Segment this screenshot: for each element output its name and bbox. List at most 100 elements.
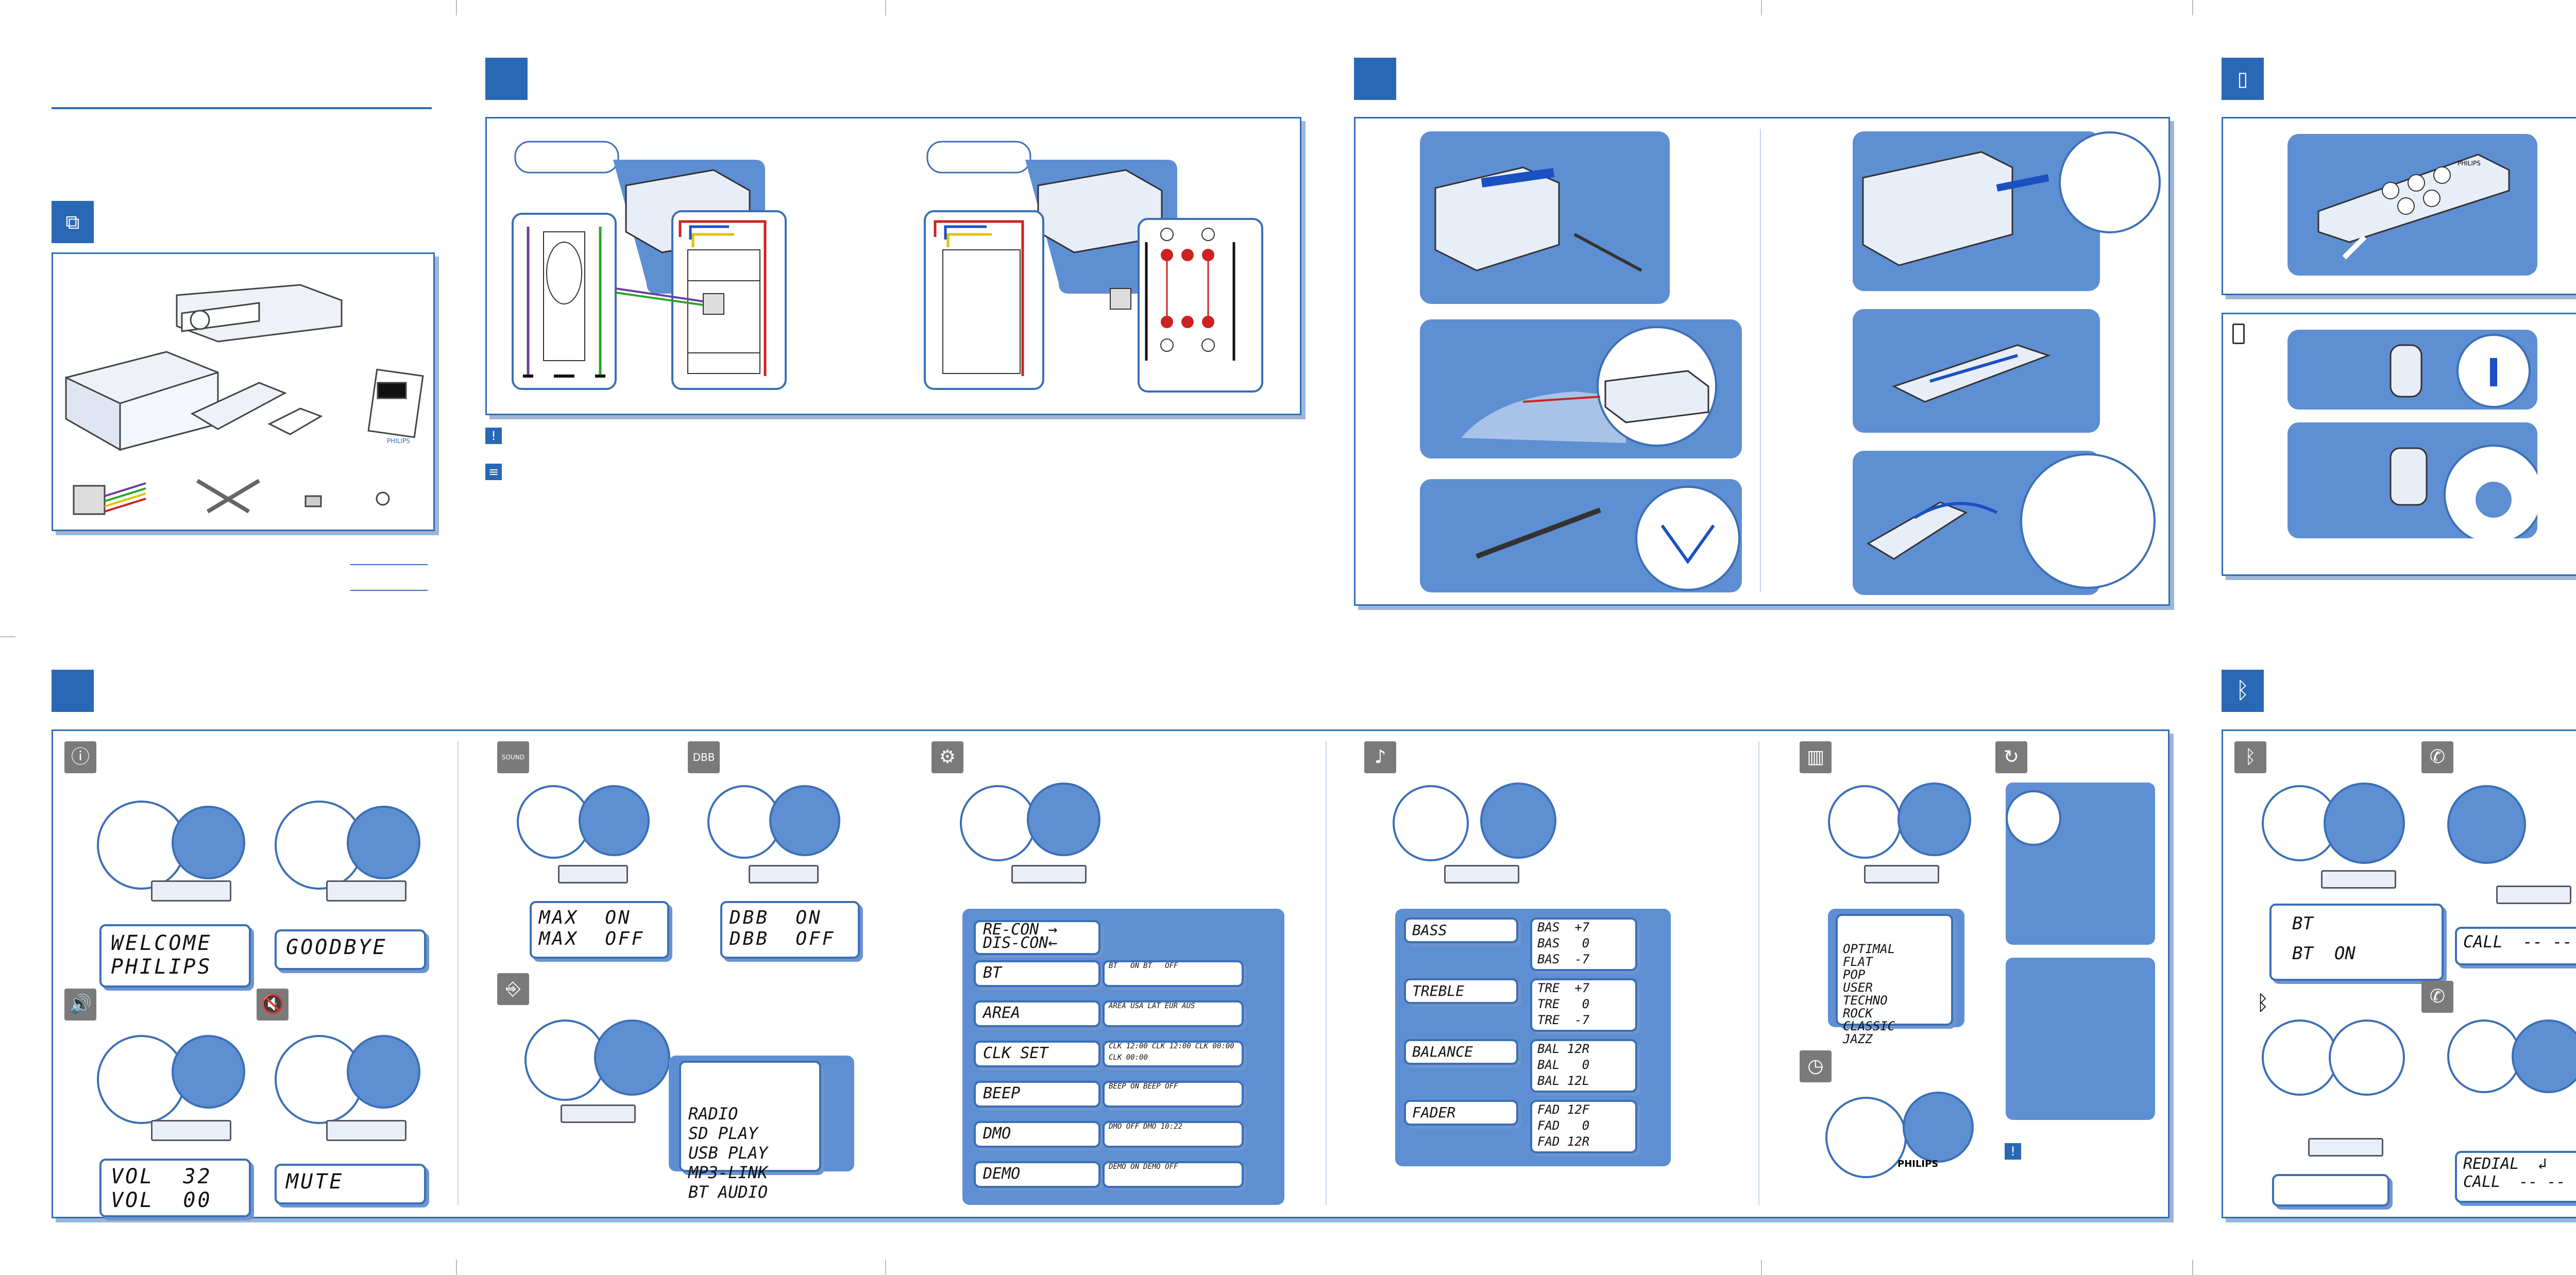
head-unit-illustration — [326, 880, 406, 902]
install-step-3 — [1420, 479, 1742, 592]
button-detail-circle — [2447, 1019, 2521, 1093]
lcd-line: REDIAL ↲ — [2463, 1155, 2547, 1173]
head-unit-illustration — [2496, 886, 2571, 904]
button-detail-circle — [524, 1019, 606, 1101]
lcd-mute: MUTE — [275, 1164, 426, 1204]
lcd-option: BAL 0 — [1537, 1058, 1590, 1072]
button-detail-circle — [172, 806, 245, 879]
answer-call-icon: ✆ — [2421, 741, 2453, 773]
rule — [350, 590, 428, 591]
lcd-line: BT ON — [2292, 943, 2355, 964]
knob-detail-circle — [97, 801, 186, 890]
lcd-line: FLAT — [1843, 955, 1873, 969]
lcd-line: FADER — [1412, 1104, 1456, 1121]
head-unit-illustration — [1444, 865, 1519, 883]
remote-illustration: PHILIPS — [2287, 134, 2537, 276]
lcd-line: BASS — [1412, 922, 1447, 939]
lcd-option: CLK 12:00 — [1151, 1042, 1191, 1050]
lcd-line: CLK SET — [983, 1044, 1048, 1062]
button-detail-circle — [1828, 785, 1902, 859]
lcd-line: GOODBYE — [286, 936, 387, 959]
button-detail-circle — [172, 1035, 245, 1109]
lcd-option: BT OFF — [1143, 962, 1178, 970]
lcd-line: OPTIMAL — [1843, 942, 1895, 956]
keypad-detail-circle — [2329, 1019, 2405, 1096]
box-contents-panel: PHILIPS — [52, 252, 435, 531]
lcd-line: VOL 32 — [111, 1165, 212, 1188]
lcd-option: FAD 12R — [1537, 1134, 1590, 1149]
lcd-line: VOL 00 — [111, 1188, 212, 1212]
equalizer-icon: ▥ — [1800, 741, 1832, 773]
battery-step-2 — [2287, 422, 2544, 545]
crop-mark — [2192, 1260, 2193, 1275]
lcd-option: CLK 00:00 — [1195, 1042, 1234, 1050]
redial-icon: ✆ — [2421, 981, 2453, 1013]
divider — [1758, 741, 1759, 1205]
lcd-line: DIS-CON← — [983, 934, 1058, 952]
settings-row-main: AREA — [974, 1000, 1100, 1027]
warning-icon: ! — [485, 428, 502, 444]
button-detail-circle — [517, 785, 590, 859]
lcd-option: BAS 0 — [1537, 936, 1590, 950]
volume-icon: 🔊 — [64, 989, 96, 1021]
detach-detail-circle — [2006, 790, 2061, 846]
lcd-option: TRE -7 — [1537, 1013, 1590, 1027]
button-detail-circle — [347, 806, 420, 879]
settings-row-main: CLK SET — [974, 1041, 1100, 1067]
lcd-option: BEEP ON — [1109, 1082, 1140, 1091]
box-contents-icon: ⧉ — [52, 201, 94, 243]
crop-mark — [1761, 1260, 1762, 1275]
lcd-line: BALANCE — [1412, 1043, 1473, 1060]
lcd-line: RADIO — [688, 1104, 738, 1124]
phone-detail-circle — [2262, 1019, 2338, 1096]
lcd-call: CALL -- -- — [2455, 927, 2576, 965]
lcd-redial: REDIAL ↲CALL -- -- — [2455, 1151, 2576, 1203]
lcd-goodbye: GOODBYE — [275, 929, 426, 970]
lcd-line: BT — [983, 964, 1002, 982]
head-unit-illustration — [749, 865, 819, 883]
note-icon: ≡ — [485, 464, 502, 480]
rule — [350, 564, 428, 565]
audio-row-options: TRE +7 TRE 0 TRE -7 — [1530, 978, 1637, 1032]
clock-icon: ◷ — [1800, 1050, 1832, 1082]
wiring-diagram — [512, 141, 1263, 393]
button-detail-circle — [960, 785, 1036, 861]
battery-panel — [2222, 313, 2576, 576]
button-detail-circle — [2324, 783, 2405, 864]
lcd-line: WELCOME — [111, 931, 212, 955]
button-detail-circle — [707, 785, 781, 859]
lcd-line: BT AUDIO — [688, 1182, 768, 1202]
button-detail-circle — [347, 1035, 420, 1109]
lcd-option: TRE +7 — [1537, 981, 1590, 995]
sound-icon: SOUND — [497, 741, 529, 773]
settings-row-main: BEEP — [974, 1081, 1100, 1108]
title-rule — [52, 107, 432, 109]
lcd-line: SD PLAY — [688, 1124, 758, 1143]
lcd-option: BEEP OFF — [1143, 1082, 1178, 1091]
mute-icon: 🔇 — [257, 989, 289, 1021]
philips-label: PHILIPS — [387, 437, 410, 445]
button-detail-circle — [1897, 783, 1971, 856]
head-unit-illustration — [151, 1120, 231, 1141]
clock-brand: PHILIPS — [1897, 1159, 1939, 1169]
button-detail-circle — [1825, 1097, 1907, 1178]
settings-row-main: RE-CON →DIS-CON← — [974, 920, 1100, 955]
crop-mark — [0, 636, 15, 637]
lcd-line: DMO — [983, 1125, 1011, 1143]
button-detail-circle — [1903, 1092, 1974, 1163]
lcd-option: CLK 12:00 — [1109, 1042, 1148, 1050]
install-panel — [1354, 117, 2204, 606]
lcd-option: DEMO OFF — [1143, 1163, 1178, 1171]
head-unit-illustration — [151, 880, 231, 902]
lcd-option: DMO OFF — [1109, 1123, 1140, 1131]
lcd-option: TRE 0 — [1537, 997, 1590, 1011]
lcd-option: BAS -7 — [1537, 952, 1590, 966]
